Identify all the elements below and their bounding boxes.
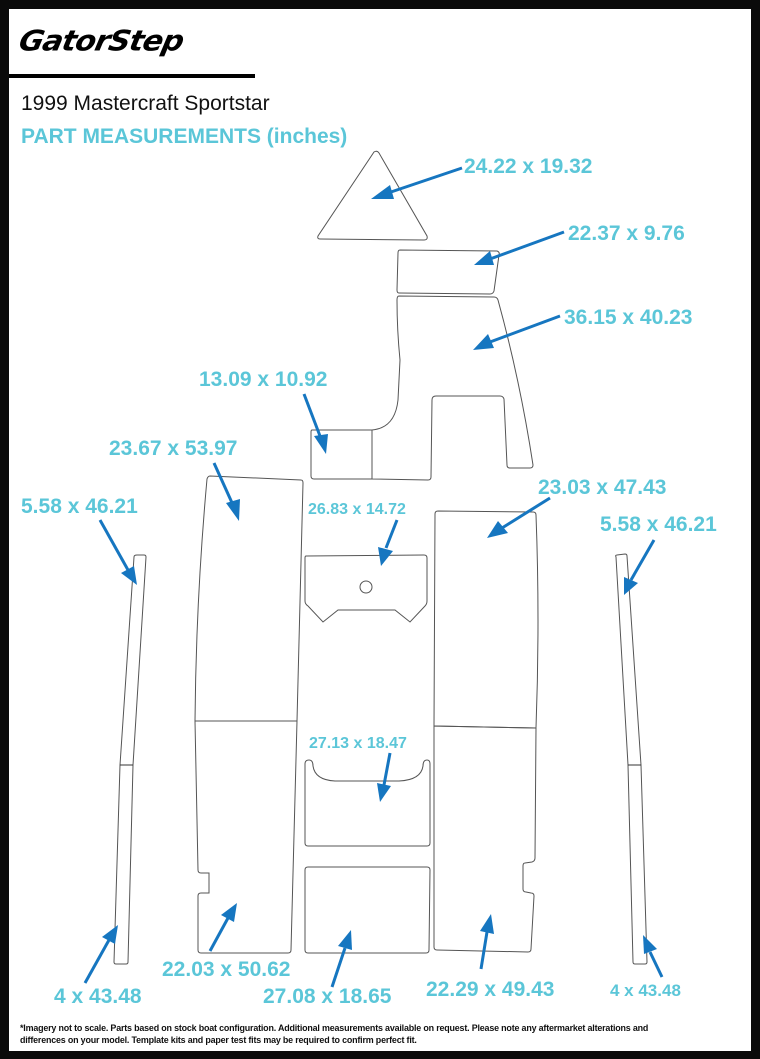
label-left-upper-panel: 23.67 x 53.97: [109, 437, 237, 460]
part-right-gunwale-lower: [627, 764, 648, 965]
label-small-square: 13.09 x 10.92: [199, 368, 327, 391]
part-left-gunwale-lower: [113, 764, 134, 965]
label-left-gunwale-upper: 5.58 x 46.21: [21, 495, 138, 518]
arrow-icon-group: [83, 166, 664, 988]
label-bow-triangle: 24.22 x 19.32: [464, 155, 592, 178]
part-bow-top-rect: [396, 249, 500, 295]
label-right-lower-panel: 22.29 x 49.43: [426, 978, 554, 1001]
label-center-upper: 26.83 x 14.72: [308, 501, 406, 518]
label-left-lower-panel: 22.03 x 50.62: [162, 958, 290, 981]
part-left-lower-panel: [194, 720, 298, 954]
part-center-lower: [304, 866, 431, 954]
label-center-lower: 27.08 x 18.65: [263, 985, 392, 1008]
label-bow-main: 36.15 x 40.23: [564, 306, 692, 329]
part-center-upper-hole: [359, 580, 373, 594]
label-bow-top-rect: 22.37 x 9.76: [568, 222, 685, 245]
disclaimer-footnote: *Imagery not to scale. Parts based on st…: [20, 1023, 649, 1046]
part-right-upper-panel: [433, 510, 539, 729]
label-right-gunwale-upper: 5.58 x 46.21: [600, 513, 717, 536]
label-center-middle: 27.13 x 18.47: [309, 735, 407, 752]
boat-model-title: 1999 Mastercraft Sportstar: [21, 92, 270, 115]
part-center-upper: [304, 554, 428, 623]
label-right-gunwale-lower: 4 x 43.48: [610, 981, 681, 1000]
part-bow-triangle: [317, 150, 428, 241]
part-bow-main: [371, 295, 534, 481]
part-small-square: [310, 429, 373, 480]
part-center-middle: [304, 759, 431, 847]
part-right-lower-panel: [433, 725, 537, 953]
logo-divider: [9, 74, 255, 78]
label-left-gunwale-lower: 4 x 43.48: [54, 985, 142, 1008]
section-heading: PART MEASUREMENTS (inches): [21, 125, 348, 148]
part-left-upper-panel: [194, 475, 304, 722]
part-left-gunwale-upper: [119, 554, 147, 766]
label-right-upper-panel: 23.03 x 47.43: [538, 476, 666, 499]
